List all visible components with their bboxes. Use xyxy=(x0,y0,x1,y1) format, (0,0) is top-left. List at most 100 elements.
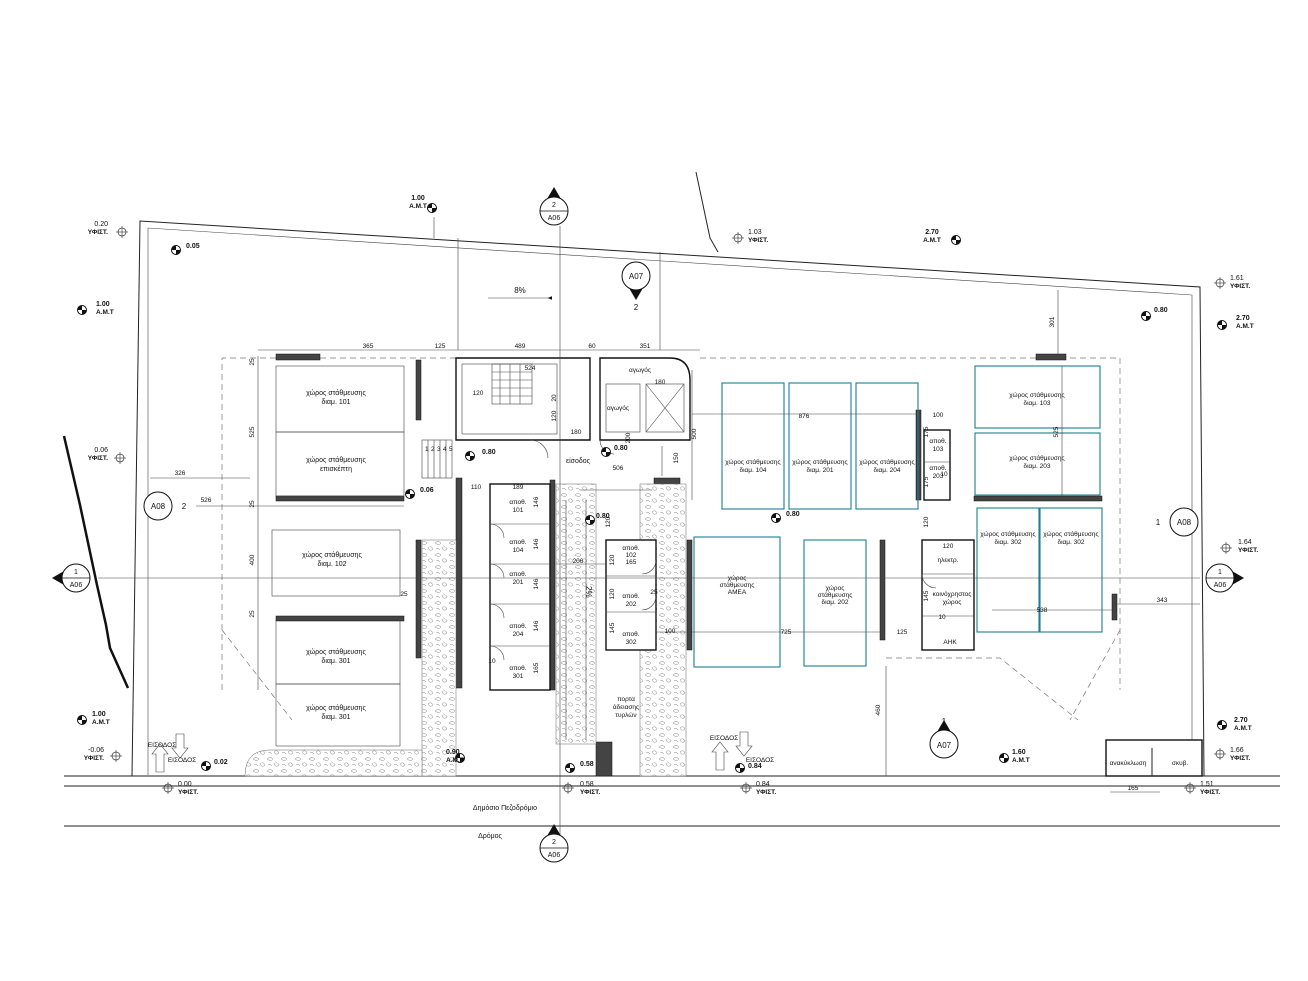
duct-top-label: αγωγός xyxy=(629,366,651,374)
parking-301a-l1: χώρος στάθμευσης xyxy=(306,648,366,656)
level-symbol-fill xyxy=(405,489,415,499)
section-number: 2 xyxy=(634,303,639,312)
core: αγωγός αγωγός 1 2 3 4 5 είσοδος xyxy=(421,357,691,479)
section-ref: Α06 xyxy=(548,852,561,859)
dim-165b: 165 xyxy=(1128,785,1139,792)
dim-10b: 10 xyxy=(488,658,496,665)
entry-left-2: ΕΙΣΟΔΟΣ xyxy=(168,757,196,764)
entry-mid-2: ΕΙΣΟΔΟΣ xyxy=(746,757,774,764)
parking-101-l2: διαμ. 101 xyxy=(321,399,350,406)
parking-visitor-l2: επισκέπτη xyxy=(320,465,352,473)
dim-10c: 10 xyxy=(938,614,946,621)
parking-amea-l3: ΑΜΕΑ xyxy=(728,589,747,596)
level-value: 2.70 xyxy=(1236,315,1250,322)
road-label: Δρόμος xyxy=(478,832,502,840)
storage-202-l2: 202 xyxy=(626,601,637,608)
dim-120c: 120 xyxy=(923,516,930,527)
plot-boundary xyxy=(62,171,1205,777)
level-symbol-fill xyxy=(585,515,595,525)
dim-524: 524 xyxy=(525,365,536,372)
dim-165: 165 xyxy=(533,662,540,673)
level-l12: 0.80 xyxy=(601,445,628,457)
section-circle-icon xyxy=(143,491,173,521)
dim-146c: 146 xyxy=(533,578,540,589)
level-l21: 0.58 xyxy=(565,761,594,773)
storage-101-l1: αποθ. xyxy=(509,499,526,506)
level-value: 1.03 xyxy=(748,229,762,236)
level-value: 0.84 xyxy=(748,763,762,770)
dim-146b: 146 xyxy=(533,538,540,549)
section-number: 2 xyxy=(182,502,187,511)
section-ref: Α08 xyxy=(151,502,166,511)
level-type: Α.Μ.Τ xyxy=(1236,323,1254,330)
storage-203-l2: 203 xyxy=(933,473,944,480)
level-value: 0.84 xyxy=(756,781,770,788)
section-lines xyxy=(98,226,1200,836)
section-ref: Α06 xyxy=(1214,582,1227,589)
dim-120d: 120 xyxy=(943,543,954,550)
level-l22: 0.84 xyxy=(735,763,762,773)
dim-25d: 25 xyxy=(400,591,408,598)
dim-725: 725 xyxy=(781,629,792,636)
level-symbol-fill xyxy=(1217,720,1227,730)
storage-rooms: αποθ. 101 αποθ. 104 αποθ. 201 αποθ. 204 … xyxy=(489,429,951,691)
parking-202-l2: στάθμευσης xyxy=(818,591,853,599)
cancel-door-l2: άδειασης xyxy=(613,703,639,711)
dim-25c: 25 xyxy=(249,610,256,618)
dim-365: 365 xyxy=(363,343,374,350)
level-value: 1.64 xyxy=(1238,539,1252,546)
dim-189: 189 xyxy=(513,484,524,491)
parking-302b-l1: χώρος στάθμευσης xyxy=(1043,530,1098,538)
stair-1: 1 xyxy=(425,446,429,453)
common-l2: χώρος xyxy=(943,598,962,606)
parking-visitor-l1: χώρος στάθμευσης xyxy=(306,456,366,464)
level-l1: 1.00Α.Μ.Τ xyxy=(409,195,437,213)
level-value: 1.66 xyxy=(1230,747,1244,754)
ramp-slope: 8% xyxy=(514,286,526,295)
level-symbol-fill xyxy=(77,715,87,725)
walls xyxy=(275,353,1118,777)
parking-104-l2: διαμ. 104 xyxy=(739,467,766,474)
level-value: 1.51 xyxy=(1200,781,1214,788)
dim-206: 206 xyxy=(573,558,584,565)
level-type: ΥΦΙΣΤ. xyxy=(1238,547,1258,554)
dim-175a: 175 xyxy=(923,426,930,437)
storage-102-l2: 102 xyxy=(626,552,637,559)
level-l5: 2.70Α.Μ.Τ xyxy=(923,229,961,245)
storage-201-l1: αποθ. xyxy=(509,571,526,578)
section-ref: Α06 xyxy=(70,582,83,589)
dim-25a: 25 xyxy=(249,358,256,366)
dim-146a: 146 xyxy=(533,496,540,507)
level-symbol-fill xyxy=(77,305,87,315)
level-l7: 0.80 xyxy=(1141,307,1168,321)
electr-label: ηλεκτρ. xyxy=(937,557,958,564)
left-parking: χώρος στάθμευσης διαμ. 101 χώρος στάθμευ… xyxy=(271,365,405,747)
dim-150: 150 xyxy=(673,452,680,463)
level-value: -0.06 xyxy=(88,747,104,754)
level-value: 0.58 xyxy=(580,781,594,788)
level-l19: 0.02 xyxy=(201,759,228,771)
level-value: 1.00 xyxy=(411,195,425,202)
section-ref: Α07 xyxy=(937,741,952,750)
storage-103-l1: αποθ. xyxy=(929,438,946,445)
dim-125a: 125 xyxy=(435,343,446,350)
dim-100a: 100 xyxy=(933,412,944,419)
stair-4: 4 xyxy=(443,446,447,453)
garbage-label: σκυβ. xyxy=(1172,760,1189,767)
dim-175b: 175 xyxy=(923,476,930,487)
parking-103-l2: διαμ. 103 xyxy=(1023,400,1050,407)
level-markers: 1.00Α.Μ.Τ0.20ΥΦΙΣΤ.0.051.03ΥΦΙΣΤ.2.70Α.Μ… xyxy=(77,195,1258,796)
level-value: 0.90 xyxy=(446,749,460,756)
level-value: 1.61 xyxy=(1230,275,1244,282)
level-l23: 1.60Α.Μ.Τ xyxy=(999,749,1030,764)
section-ref: Α07 xyxy=(629,272,644,281)
storage-203-l1: αποθ. xyxy=(929,465,946,472)
level-symbol-fill xyxy=(1217,320,1227,330)
parking-301b-l1: χώρος στάθμευσης xyxy=(306,704,366,712)
